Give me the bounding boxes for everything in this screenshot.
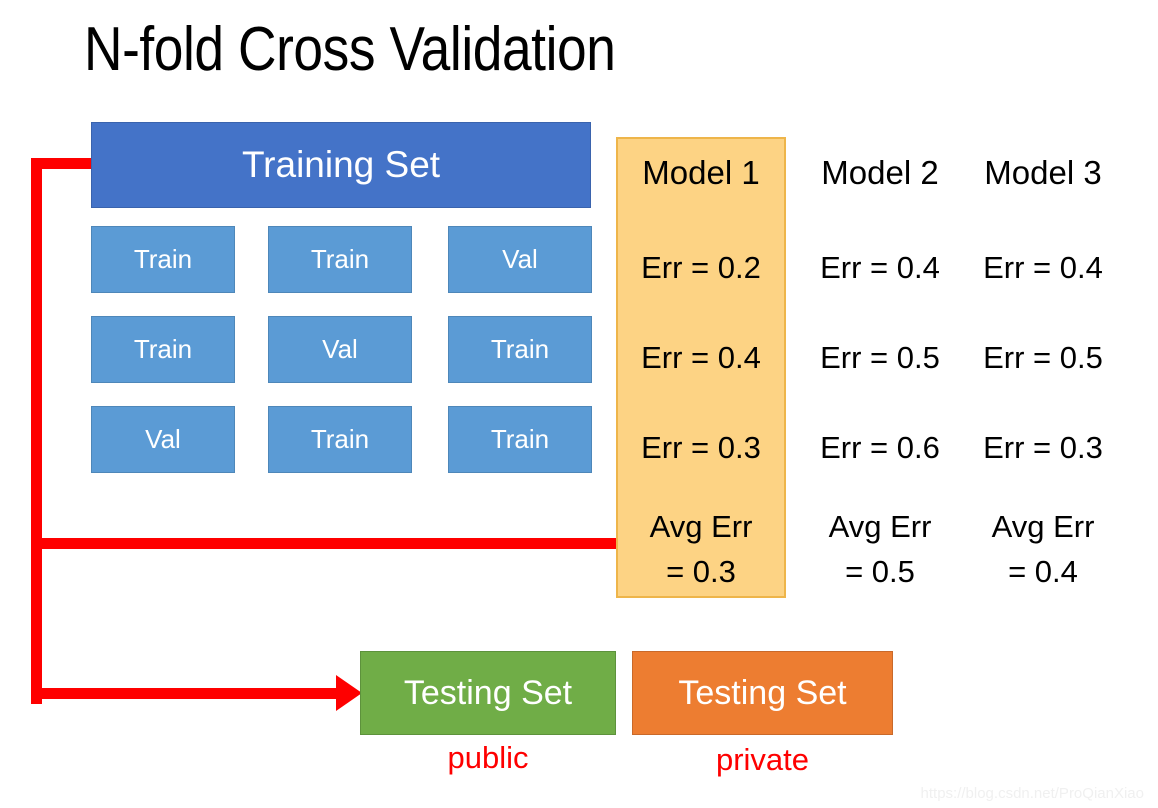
- testing-set-private-box: Testing Set: [632, 651, 893, 735]
- testing-set-private-label: Testing Set: [678, 673, 847, 712]
- fold-cell: Train: [268, 226, 412, 293]
- fold-cell-label: Val: [502, 244, 538, 274]
- fold-cell-label: Train: [310, 424, 370, 454]
- training-set-label: Training Set: [241, 144, 441, 185]
- fold-cell: Val: [91, 406, 235, 473]
- page-title: N-fold Cross Validation: [84, 15, 616, 84]
- model-3-error-3: Err = 0.3: [983, 430, 1103, 465]
- fold-cell-label: Train: [310, 244, 370, 274]
- model-column-2: Model 2 Err = 0.4 Err = 0.5 Err = 0.6 Av…: [795, 137, 965, 598]
- model-1-error-1: Err = 0.2: [641, 250, 761, 285]
- model-1-average: Avg Err = 0.3: [616, 504, 786, 594]
- fold-cell: Train: [91, 226, 235, 293]
- model-column-1: Model 1 Err = 0.2 Err = 0.4 Err = 0.3 Av…: [616, 137, 786, 598]
- fold-cell: Val: [448, 226, 592, 293]
- watermark: https://blog.csdn.net/ProQianXiao: [920, 785, 1144, 802]
- model-2-error-2: Err = 0.5: [820, 340, 940, 375]
- model-1-header: Model 1: [642, 154, 760, 191]
- model-3-error-1: Err = 0.4: [983, 250, 1103, 285]
- model-2-error-1: Err = 0.4: [820, 250, 940, 285]
- model-2-average: Avg Err = 0.5: [795, 504, 965, 594]
- connector-bottom-branch: [31, 688, 346, 699]
- model-3-average: Avg Err = 0.4: [958, 504, 1128, 594]
- fold-cell: Train: [91, 316, 235, 383]
- fold-cell: Train: [448, 406, 592, 473]
- connector-middle-branch: [31, 538, 616, 549]
- connector-vertical-line: [31, 158, 42, 704]
- testing-set-public-box: Testing Set: [360, 651, 616, 735]
- fold-cell: Val: [268, 316, 412, 383]
- model-column-3: Model 3 Err = 0.4 Err = 0.5 Err = 0.3 Av…: [958, 137, 1128, 598]
- testing-set-public-label: Testing Set: [403, 673, 573, 712]
- model-2-average-label: Avg Err: [828, 509, 932, 544]
- fold-cell: Train: [268, 406, 412, 473]
- fold-cell-label: Train: [133, 244, 193, 274]
- training-set-box: Training Set: [91, 122, 591, 208]
- fold-cell: Train: [448, 316, 592, 383]
- testing-set-public-caption: public: [447, 740, 529, 775]
- fold-cell-label: Train: [490, 334, 550, 364]
- fold-cell-label: Train: [133, 334, 193, 364]
- model-2-header: Model 2: [821, 154, 939, 191]
- model-3-error-2: Err = 0.5: [983, 340, 1103, 375]
- model-1-average-value: = 0.3: [666, 554, 736, 589]
- connector-arrowhead-icon: [336, 675, 362, 711]
- model-2-error-3: Err = 0.6: [820, 430, 940, 465]
- model-3-average-label: Avg Err: [991, 509, 1095, 544]
- fold-cell-label: Val: [145, 424, 181, 454]
- model-1-average-label: Avg Err: [649, 509, 753, 544]
- model-3-header: Model 3: [984, 154, 1102, 191]
- fold-cell-label: Val: [322, 334, 358, 364]
- model-1-error-3: Err = 0.3: [641, 430, 761, 465]
- model-2-average-value: = 0.5: [845, 554, 915, 589]
- model-3-average-value: = 0.4: [1008, 554, 1078, 589]
- testing-set-private-caption: private: [715, 742, 810, 777]
- fold-cell-label: Train: [490, 424, 550, 454]
- model-1-highlight-panel: [616, 137, 786, 598]
- connector-top-branch: [31, 158, 99, 169]
- model-1-error-2: Err = 0.4: [641, 340, 761, 375]
